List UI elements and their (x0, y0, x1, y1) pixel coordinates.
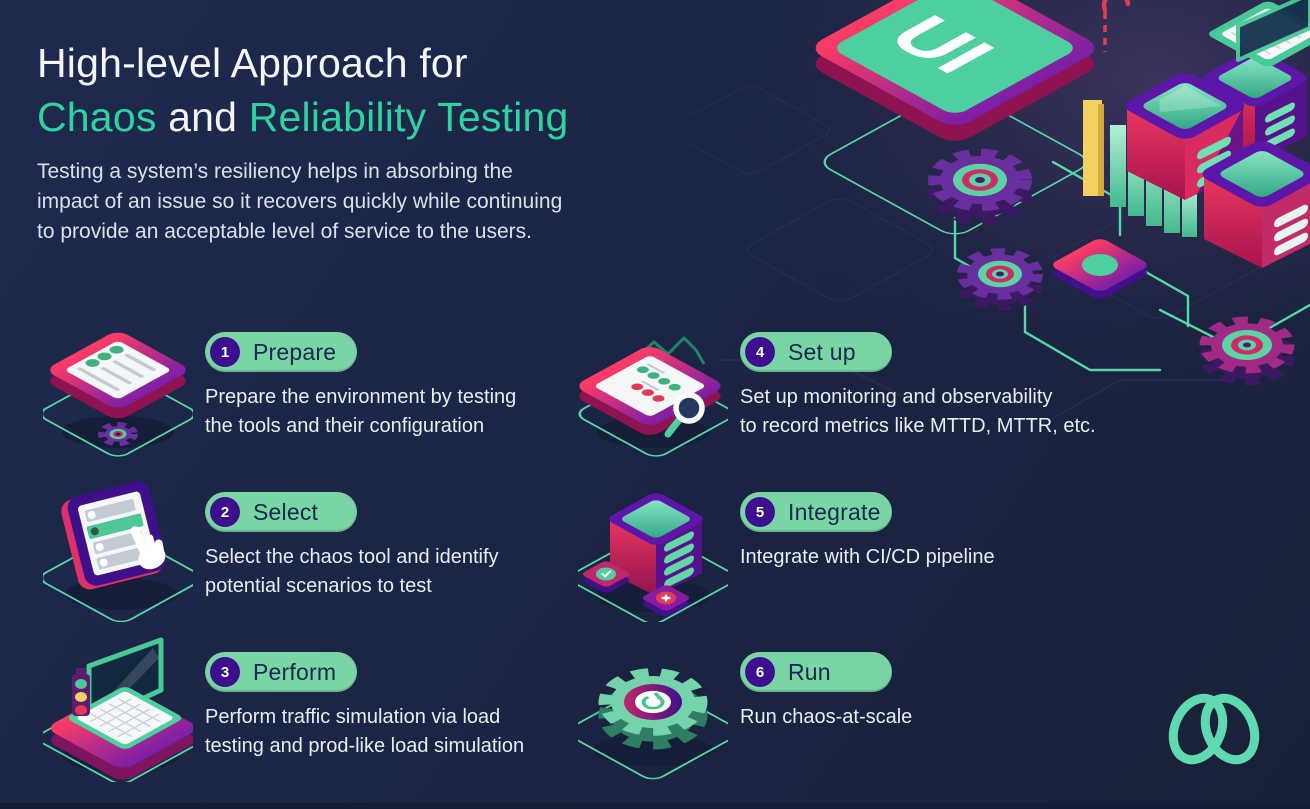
checklist-tablet-icon (30, 308, 205, 458)
subtitle-line: impact of an issue so it recovers quickl… (37, 190, 563, 213)
step-badge: 6 Run (740, 652, 892, 692)
subtitle-line: Testing a system’s resiliency helps in a… (37, 160, 513, 183)
step-label: Perform (253, 658, 337, 685)
title-line-2: Chaos and Reliability Testing (37, 90, 569, 144)
step-content: 4 Set up Set up monitoring and observabi… (740, 308, 1096, 468)
server-cubes (1125, 0, 1310, 268)
step-badge: 1 Prepare (205, 332, 357, 372)
gear-medium (957, 248, 1043, 311)
step-label: Select (253, 498, 319, 525)
step-content: 6 Run Run chaos-at-scale (740, 628, 912, 788)
step-content: 2 Select Select the chaos tool and ident… (205, 468, 499, 628)
steps-grid: 1 Prepare Prepare the environment by tes… (30, 308, 1150, 788)
header: High-level Approach for Chaos and Reliab… (37, 36, 569, 247)
step-label: Prepare (253, 338, 337, 365)
bottom-edge-strip (0, 803, 1310, 809)
ui-tile-label: UI (869, 5, 1012, 84)
step-integrate: 5 Integrate Integrate with CI/CD pipelin… (565, 468, 1150, 628)
cursor-select-screen-icon (30, 468, 205, 622)
step-number: 6 (745, 657, 775, 687)
step-number: 3 (210, 657, 240, 687)
laptop-load-testing-icon (30, 628, 205, 782)
step-badge: 4 Set up (740, 332, 892, 372)
desc-line: Select the chaos tool and identify (205, 546, 499, 568)
step-label: Run (788, 658, 831, 685)
step-description: Select the chaos tool and identify poten… (205, 543, 499, 601)
step-description: Integrate with CI/CD pipeline (740, 543, 995, 572)
desc-line: Set up monitoring and observability (740, 386, 1053, 408)
gear-large (928, 148, 1032, 225)
step-content: 3 Perform Perform traffic simulation via… (205, 628, 524, 788)
step-number: 4 (745, 337, 775, 367)
desc-line: the tools and their configuration (205, 415, 485, 437)
desc-line: Integrate with CI/CD pipeline (740, 546, 995, 568)
title-reliability: Reliability Testing (248, 94, 569, 140)
title-chaos: Chaos (37, 94, 157, 140)
page-title: High-level Approach for Chaos and Reliab… (37, 36, 569, 144)
desc-line: Prepare the environment by testing (205, 386, 517, 408)
step-description: Set up monitoring and observability to r… (740, 383, 1096, 441)
step-label: Set up (788, 338, 856, 365)
step-prepare: 1 Prepare Prepare the environment by tes… (30, 308, 565, 468)
step-number: 5 (745, 497, 775, 527)
step-content: 5 Integrate Integrate with CI/CD pipelin… (740, 468, 995, 628)
title-line-1: High-level Approach for (37, 40, 468, 86)
check-tile (582, 561, 629, 593)
step-select: 2 Select Select the chaos tool and ident… (30, 468, 565, 628)
step-content: 1 Prepare Prepare the environment by tes… (205, 308, 516, 468)
red-dashed-connector (1101, 0, 1131, 52)
desc-line: potential scenarios to test (205, 575, 432, 597)
title-and: and (168, 94, 238, 140)
desc-line: Run chaos-at-scale (740, 706, 913, 728)
step-description: Run chaos-at-scale (740, 703, 912, 732)
gear-power-icon (565, 628, 740, 780)
desc-line: Perform traffic simulation via load (205, 706, 501, 728)
monitoring-magnifier-icon (565, 308, 740, 458)
desc-line: testing and prod-like load simulation (205, 735, 525, 757)
step-set-up: 4 Set up Set up monitoring and observabi… (565, 308, 1150, 468)
step-badge: 5 Integrate (740, 492, 892, 532)
step-perform: 3 Perform Perform traffic simulation via… (30, 628, 565, 788)
step-run: 6 Run Run chaos-at-scale (565, 628, 1150, 788)
bar-chart (1083, 100, 1197, 237)
hand-cursor (129, 526, 165, 570)
step-number: 2 (210, 497, 240, 527)
gear-bottom-right (1199, 316, 1295, 386)
page-subtitle: Testing a system’s resiliency helps in a… (37, 157, 569, 247)
plus-tile (642, 585, 689, 617)
step-description: Prepare the environment by testing the t… (205, 383, 516, 441)
ui-tile: UI (815, 0, 1095, 141)
laptop-on-server (1209, 0, 1310, 67)
node-tile (1053, 239, 1147, 299)
step-label: Integrate (788, 498, 881, 525)
subtitle-line: to provide an acceptable level of servic… (37, 220, 532, 243)
step-description: Perform traffic simulation via load test… (205, 703, 524, 761)
desc-line: to record metrics like MTTD, MTTR, etc. (740, 415, 1096, 437)
interlocked-loops-logo (1162, 688, 1266, 775)
traffic-light (71, 668, 90, 716)
server-pipeline-icon (565, 468, 740, 622)
step-badge: 2 Select (205, 492, 357, 532)
step-number: 1 (210, 337, 240, 367)
step-badge: 3 Perform (205, 652, 357, 692)
